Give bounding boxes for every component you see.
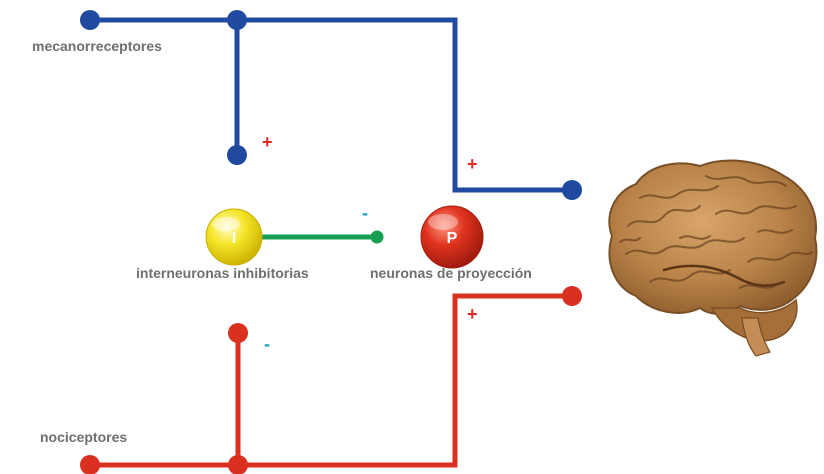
projection-neuron-circle (420, 205, 484, 269)
red-junction (228, 455, 248, 474)
nociceptors-label: nociceptores (40, 429, 127, 445)
interneuron-letter: I (232, 230, 236, 247)
projection-neuron-letter: P (447, 230, 458, 247)
plus-sign-blue-brain: + (467, 154, 478, 174)
nociceptor-nodes (80, 286, 582, 474)
mechanoreceptor-nodes (80, 10, 582, 200)
plus-sign-red-brain: + (467, 304, 478, 324)
inhibitory-interneurons-label: interneuronas inhibitorias (136, 265, 309, 281)
mechanoreceptors-label: mecanorreceptores (32, 38, 162, 54)
blue-junction (227, 10, 247, 30)
brain-stem (741, 317, 771, 357)
brain-cortex (608, 159, 818, 315)
brain-illustration (608, 159, 818, 357)
minus-sign-inhibitory: - (362, 203, 368, 223)
red-main-line (90, 293, 572, 468)
red-brain-terminal (562, 286, 582, 306)
nociceptor-endpoint (80, 455, 100, 474)
minus-sign-red-interneuron: - (264, 334, 270, 354)
plus-sign-blue-interneuron: + (262, 132, 273, 152)
brain-lateral-sulcus (662, 264, 786, 287)
projection-neuron-node: P (420, 205, 484, 269)
blue-main-line (90, 17, 572, 193)
mechanoreceptor-endpoint (80, 10, 100, 30)
projection-neurons-label: neuronas de proyección (370, 265, 532, 281)
interneuron-circle (205, 208, 263, 266)
nociceptor-pathway (90, 293, 572, 468)
interneuron-highlight (212, 217, 240, 231)
red-interneuron-terminal (228, 323, 248, 343)
projection-neuron-highlight (428, 214, 458, 230)
inhibitory-connection-terminal (370, 230, 384, 244)
mechanoreceptor-pathway (90, 17, 572, 193)
blue-brain-terminal (562, 180, 582, 200)
blue-interneuron-terminal (227, 145, 247, 165)
interneuron-node: I (205, 208, 263, 266)
